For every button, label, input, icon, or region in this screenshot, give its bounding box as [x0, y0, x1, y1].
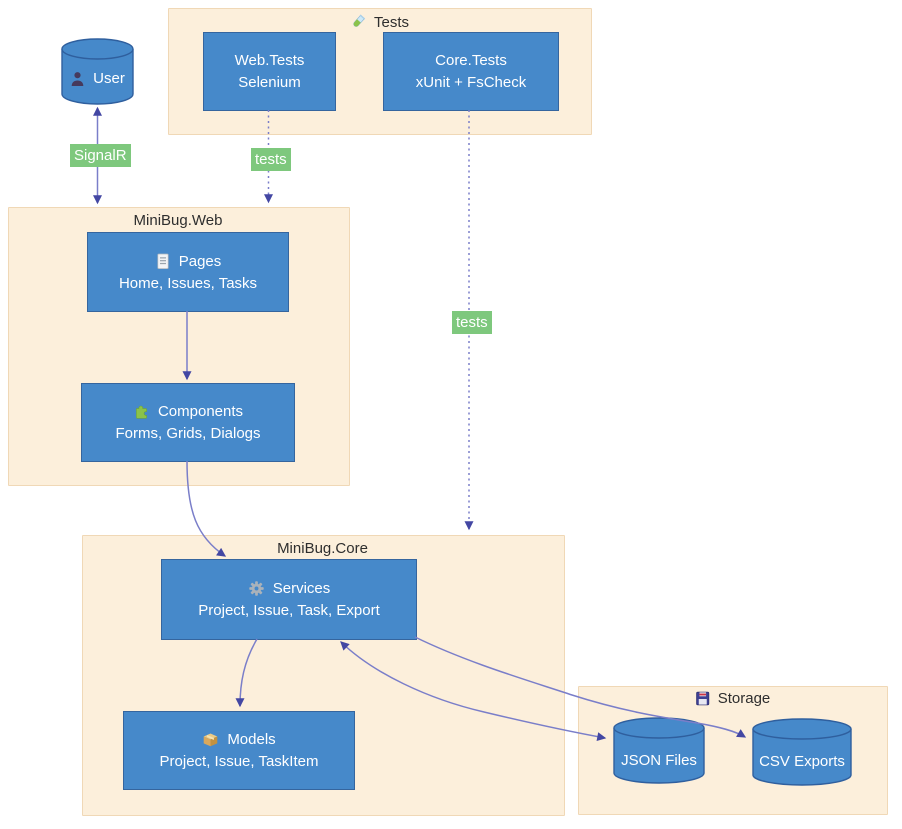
edge-label-tests-core: tests — [452, 311, 492, 334]
node-title: Models — [227, 731, 276, 748]
test-tube-icon — [349, 13, 367, 31]
node-subtitle: Project, Issue, Task, Export — [198, 602, 380, 619]
cylinder-label: JSON Files — [621, 751, 697, 769]
edge-label-tests-web: tests — [251, 148, 291, 171]
node-core-tests: Core.Tests xUnit + FsCheck — [383, 32, 559, 111]
node-subtitle: Selenium — [238, 74, 301, 91]
page-icon — [155, 253, 171, 270]
person-icon — [70, 71, 85, 87]
node-title: Core.Tests — [435, 52, 507, 69]
edge-label-signalr: SignalR — [70, 144, 131, 167]
cylinder-user: User — [61, 38, 134, 105]
node-subtitle: Forms, Grids, Dialogs — [115, 425, 261, 442]
node-subtitle: Project, Issue, TaskItem — [159, 753, 319, 770]
group-title-minibug-core: MiniBug.Core — [82, 540, 563, 557]
node-title: Services — [272, 580, 331, 597]
group-title-label: MiniBug.Core — [277, 540, 368, 557]
node-title: Web.Tests — [234, 52, 305, 69]
group-title-label: MiniBug.Web — [133, 212, 223, 229]
group-title-storage: Storage — [578, 690, 886, 707]
gear-icon — [248, 580, 265, 597]
group-title-tests: Tests — [168, 13, 590, 31]
cylinder-json-files: JSON Files — [613, 717, 705, 784]
node-models: Models Project, Issue, TaskItem — [123, 711, 355, 790]
puzzle-icon — [133, 403, 150, 420]
floppy-disk-icon — [694, 690, 711, 707]
node-title: Pages — [178, 252, 222, 270]
node-components: Components Forms, Grids, Dialogs — [81, 383, 295, 462]
node-services: Services Project, Issue, Task, Export — [161, 559, 417, 640]
node-subtitle: Home, Issues, Tasks — [118, 274, 258, 292]
group-title-label: Storage — [717, 690, 771, 707]
cylinder-label: CSV Exports — [759, 753, 845, 771]
node-pages: Pages Home, Issues, Tasks — [87, 232, 289, 312]
group-title-minibug-web: MiniBug.Web — [8, 212, 348, 229]
node-title: Components — [157, 403, 244, 420]
cylinder-label: User — [93, 70, 125, 88]
cylinder-csv-exports: CSV Exports — [752, 718, 852, 786]
package-icon — [202, 731, 219, 748]
node-web-tests: Web.Tests Selenium — [203, 32, 336, 111]
node-subtitle: xUnit + FsCheck — [415, 74, 527, 91]
group-title-label: Tests — [373, 13, 409, 31]
